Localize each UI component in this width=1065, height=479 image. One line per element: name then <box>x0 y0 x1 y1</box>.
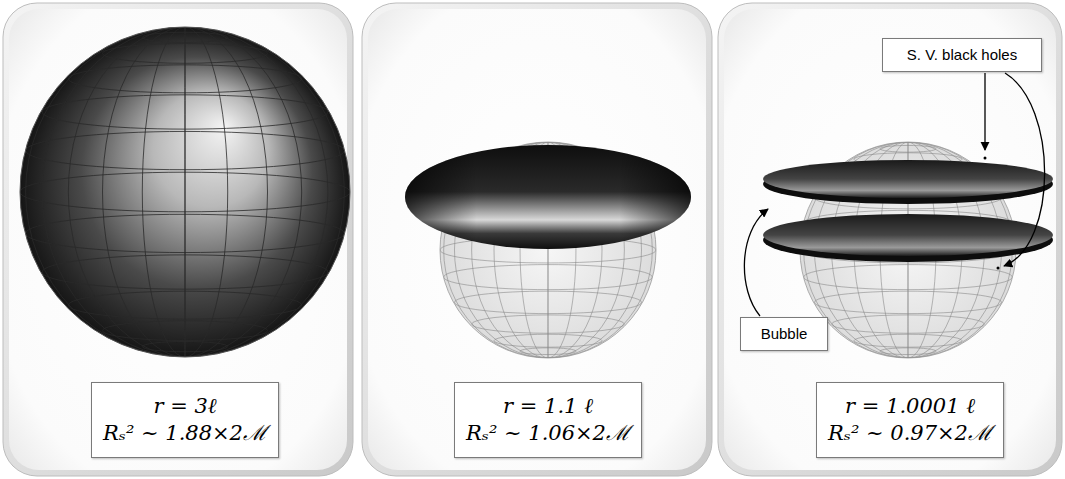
grid-latitude <box>444 265 653 290</box>
node-text: r = 3ℓ <box>153 393 216 420</box>
grid-meridian <box>42 27 328 357</box>
panel-frame <box>718 3 1062 476</box>
grid-latitude <box>42 255 328 289</box>
sphere-grid <box>20 27 350 357</box>
grid-latitude <box>520 348 576 355</box>
formula-box: r = 1.1 ℓRₛ² ~ 1.06×2ℳ <box>454 382 642 458</box>
grid-latitude <box>20 172 350 212</box>
grid-latitude <box>494 334 602 347</box>
leader-arrow <box>984 73 985 150</box>
grid-meridian <box>68 27 301 357</box>
upper-disk <box>763 160 1053 198</box>
grid-latitude <box>26 214 345 252</box>
panel-inner <box>724 9 1056 470</box>
sphere-outline <box>20 27 350 357</box>
grid-latitude <box>103 321 268 341</box>
node-text: Rₛ² ~ 1.06×2ℳ <box>466 420 630 447</box>
panel-frames <box>3 3 1062 476</box>
grid-latitude <box>880 348 936 355</box>
panel-frame <box>3 3 353 476</box>
node-text: Rₛ² ~ 1.88×2ℳ <box>103 420 267 447</box>
pole-dot <box>984 157 987 160</box>
node-text: S. V. black holes <box>907 46 1017 64</box>
node-text: Rₛ² ~ 0.97×2ℳ <box>828 420 992 447</box>
grid-latitude <box>472 315 625 333</box>
callout-box: S. V. black holes <box>882 38 1042 72</box>
formula-box: r = 1.0001 ℓRₛ² ~ 0.97×2ℳ <box>816 382 1004 458</box>
node-text: r = 1.1 ℓ <box>503 393 593 420</box>
callout-box: Bubble <box>740 317 828 351</box>
grid-latitude <box>42 95 328 129</box>
grid-meridian <box>103 27 268 357</box>
grid-latitude <box>854 334 962 347</box>
grid-latitude <box>880 145 936 152</box>
formula-box: r = 3ℓRₛ² ~ 1.88×2ℳ <box>91 382 279 458</box>
grid-meridian <box>184 27 185 357</box>
grid-latitude <box>804 265 1013 290</box>
grid-latitude <box>103 43 268 63</box>
leader-arrow <box>744 209 768 316</box>
node-text: r = 1.0001 ℓ <box>845 393 975 420</box>
grid-latitude <box>832 315 985 333</box>
grid-latitude <box>142 32 227 42</box>
grid-latitude <box>454 291 641 313</box>
node-text: Bubble <box>761 325 808 343</box>
grid-meridian <box>142 27 227 357</box>
grid-latitude <box>26 131 345 169</box>
pole-dot <box>997 267 1000 270</box>
grid-latitude <box>814 291 1001 313</box>
grid-latitude <box>142 341 227 351</box>
grid-meridian <box>26 27 345 357</box>
grid-latitude <box>68 291 301 319</box>
horizon-sphere <box>20 27 350 357</box>
lower-disk <box>763 214 1053 256</box>
leader-arrow <box>1004 73 1045 266</box>
oblate-horizon <box>405 145 691 249</box>
panel-frame <box>362 3 712 476</box>
oblate-shade <box>405 145 691 249</box>
grid-latitude <box>68 65 301 93</box>
panel-inner <box>368 9 706 470</box>
